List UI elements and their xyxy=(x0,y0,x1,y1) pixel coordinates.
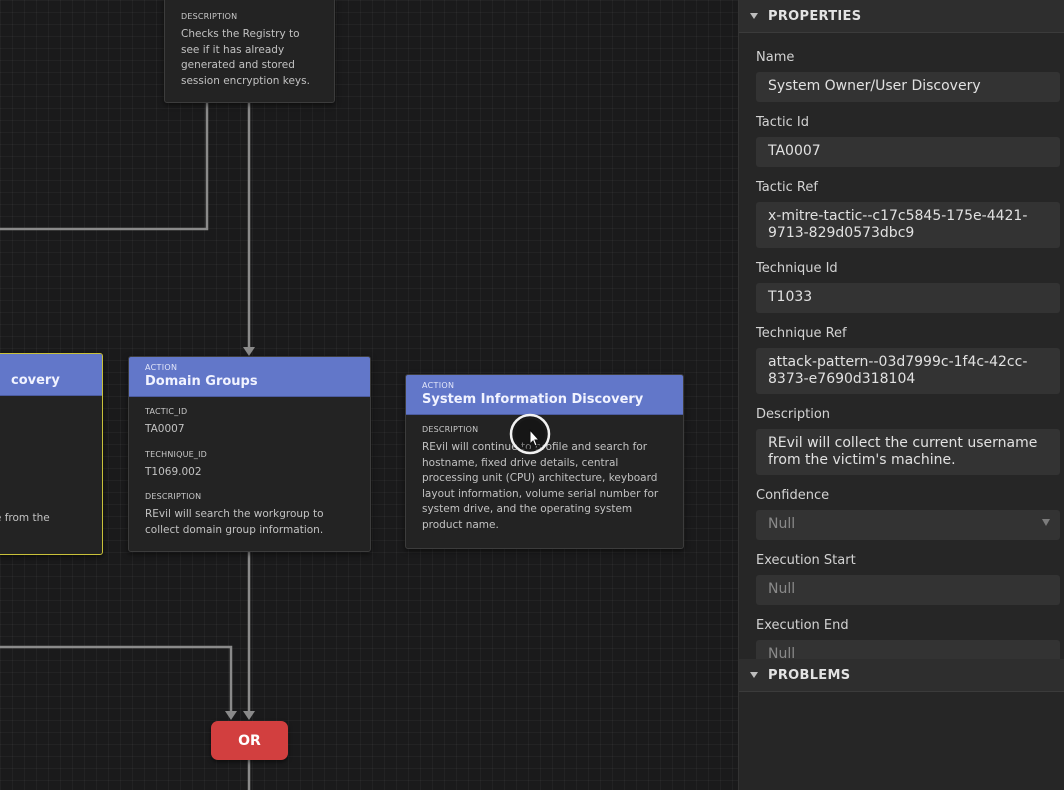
prop-label: Execution End xyxy=(756,618,849,633)
description-field[interactable]: REvil will collect the current username … xyxy=(756,429,1060,475)
prop-description: Description REvil will collect the curre… xyxy=(756,407,1060,475)
tactic-id-label: TACTIC_ID xyxy=(145,407,188,416)
chevron-down-icon xyxy=(1042,519,1050,526)
technique-id-field[interactable]: T1033 xyxy=(756,283,1060,313)
prop-confidence: Confidence Null xyxy=(756,488,1060,540)
arrowhead-or-right xyxy=(243,711,255,720)
prop-label: Confidence xyxy=(756,488,830,503)
problems-section-header[interactable]: PROBLEMS xyxy=(739,659,1064,692)
node-system-owner-discovery[interactable]: covery ername from the xyxy=(0,353,103,555)
prop-name: Name System Owner/User Discovery xyxy=(756,50,1060,102)
node-title: System Information Discovery xyxy=(422,392,644,407)
prop-tactic-ref: Tactic Ref x-mitre-tactic--c17c5845-175e… xyxy=(756,180,1060,248)
confidence-select[interactable]: Null xyxy=(756,510,1060,540)
tactic-id-value: TA0007 xyxy=(145,423,185,435)
prop-tactic-id: Tactic Id TA0007 xyxy=(756,115,1060,167)
node-type: ACTION xyxy=(145,363,178,372)
prop-label: Tactic Ref xyxy=(756,180,818,195)
node-desc-fragment: ername from the xyxy=(0,512,50,524)
prop-label: Technique Ref xyxy=(756,326,847,341)
caret-down-icon xyxy=(750,13,758,19)
name-field[interactable]: System Owner/User Discovery xyxy=(756,72,1060,102)
node-desc-label: DESCRIPTION xyxy=(145,492,202,501)
execution-start-field[interactable]: Null xyxy=(756,575,1060,605)
node-title: Domain Groups xyxy=(145,374,258,389)
technique-ref-field[interactable]: attack-pattern--03d7999c-1f4c-42cc-8373-… xyxy=(756,348,1060,394)
prop-execution-end: Execution End Null xyxy=(756,618,1060,659)
caret-down-icon xyxy=(750,672,758,678)
node-header: covery xyxy=(0,354,102,396)
node-domain-groups[interactable]: ACTION Domain Groups TACTIC_ID TA0007 TE… xyxy=(128,356,371,552)
wire-top-left xyxy=(0,103,209,231)
prop-label: Execution Start xyxy=(756,553,856,568)
node-title: covery xyxy=(11,373,60,388)
tactic-id-field[interactable]: TA0007 xyxy=(756,137,1060,167)
prop-execution-start: Execution Start Null xyxy=(756,553,1060,605)
node-header: ACTION Domain Groups xyxy=(129,357,370,397)
confidence-value: Null xyxy=(768,516,796,532)
properties-title: PROPERTIES xyxy=(768,8,862,24)
technique-id-value: T1069.002 xyxy=(145,465,202,478)
connection-wires xyxy=(0,103,255,790)
tactic-ref-field[interactable]: x-mitre-tactic--c17c5845-175e-4421-9713-… xyxy=(756,202,1060,248)
technique-id-label: TECHNIQUE_ID xyxy=(145,449,208,459)
or-gate-node[interactable]: OR xyxy=(211,721,288,760)
arrowhead-domain xyxy=(243,347,255,356)
node-desc-label: DESCRIPTION xyxy=(181,12,238,21)
prop-label: Tactic Id xyxy=(756,115,809,130)
execution-end-field[interactable]: Null xyxy=(756,640,1060,659)
wire-left-to-or xyxy=(0,645,233,713)
node-registry-check[interactable]: DESCRIPTION Checks the Registry to see i… xyxy=(164,0,335,103)
flow-canvas[interactable]: DESCRIPTION Checks the Registry to see i… xyxy=(0,0,738,790)
prop-label: Description xyxy=(756,407,831,422)
prop-technique-id: Technique Id T1033 xyxy=(756,261,1060,313)
mouse-pointer-icon xyxy=(509,413,551,455)
node-header: ACTION System Information Discovery xyxy=(406,375,683,415)
prop-label: Name xyxy=(756,50,795,65)
problems-title: PROBLEMS xyxy=(768,667,851,683)
node-desc-label: DESCRIPTION xyxy=(422,425,479,434)
properties-body[interactable]: Name System Owner/User Discovery Tactic … xyxy=(739,34,1064,659)
prop-label: Technique Id xyxy=(756,261,838,276)
node-desc: REvil will search the workgroup to colle… xyxy=(145,508,324,536)
node-desc: REvil will continue to profile and searc… xyxy=(422,441,659,531)
properties-section-header[interactable]: PROPERTIES xyxy=(739,0,1064,33)
node-type: ACTION xyxy=(422,381,455,390)
node-system-information-discovery[interactable]: ACTION System Information Discovery DESC… xyxy=(405,374,684,549)
prop-technique-ref: Technique Ref attack-pattern--03d7999c-1… xyxy=(756,326,1060,394)
arrowhead-or-left xyxy=(225,711,237,720)
node-desc: Checks the Registry to see if it has alr… xyxy=(181,28,310,87)
side-panel: PROPERTIES Name System Owner/User Discov… xyxy=(738,0,1064,790)
